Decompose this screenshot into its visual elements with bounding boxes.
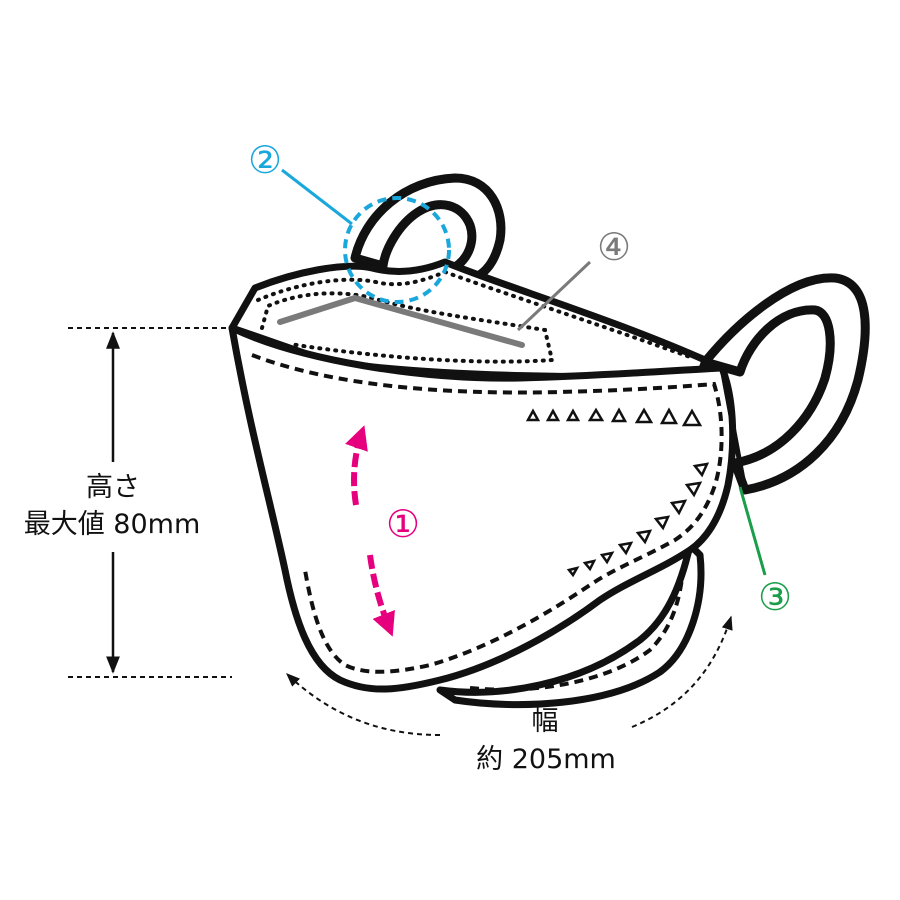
marker-4-leader-line <box>516 260 592 332</box>
marker-3-label: ③ <box>758 575 792 619</box>
marker-1-group: ① <box>345 425 420 637</box>
triangle-pattern-row-1 <box>525 407 703 427</box>
nose-wire <box>277 295 525 348</box>
height-label-line1: 高さ <box>86 472 140 503</box>
marker-3-group: ③ <box>738 486 792 619</box>
front-panel-stitch <box>251 353 724 674</box>
side-fold-line <box>719 367 748 491</box>
marker-4-group: ④ <box>277 225 631 348</box>
marker-2-label: ② <box>248 138 282 182</box>
triangle-pattern-row-2 <box>566 462 710 578</box>
width-arrow-left <box>285 673 441 736</box>
marker-2-leader-line <box>281 168 353 226</box>
mask-bottom-flap <box>436 541 705 709</box>
width-label-line2: 約 205mm <box>476 744 616 775</box>
right-ear-loop <box>700 273 870 495</box>
top-panel-stitch-outer <box>256 269 692 359</box>
bottom-flap-stitch <box>469 569 685 692</box>
mask-illustration <box>228 173 870 709</box>
marker-1-label: ① <box>386 502 420 546</box>
height-label-line2: 最大値 80mm <box>24 509 201 540</box>
nose-highlight-circle <box>343 196 451 304</box>
marker-4-label: ④ <box>597 225 631 269</box>
width-dimension: 幅 約 205mm <box>285 615 733 775</box>
width-arrow-right <box>631 615 733 728</box>
top-panel-stitch-inner <box>260 291 555 364</box>
pink-arrow-down <box>367 554 395 637</box>
width-label-line1: 幅 <box>532 706 559 737</box>
marker-2-group: ② <box>248 138 451 304</box>
top-ear-loop <box>350 173 506 283</box>
height-dimension: 高さ 最大値 80mm <box>24 327 232 678</box>
pink-arrow-up <box>345 425 368 506</box>
mask-front-panel <box>228 324 737 693</box>
marker-3-leader-line <box>738 486 767 576</box>
